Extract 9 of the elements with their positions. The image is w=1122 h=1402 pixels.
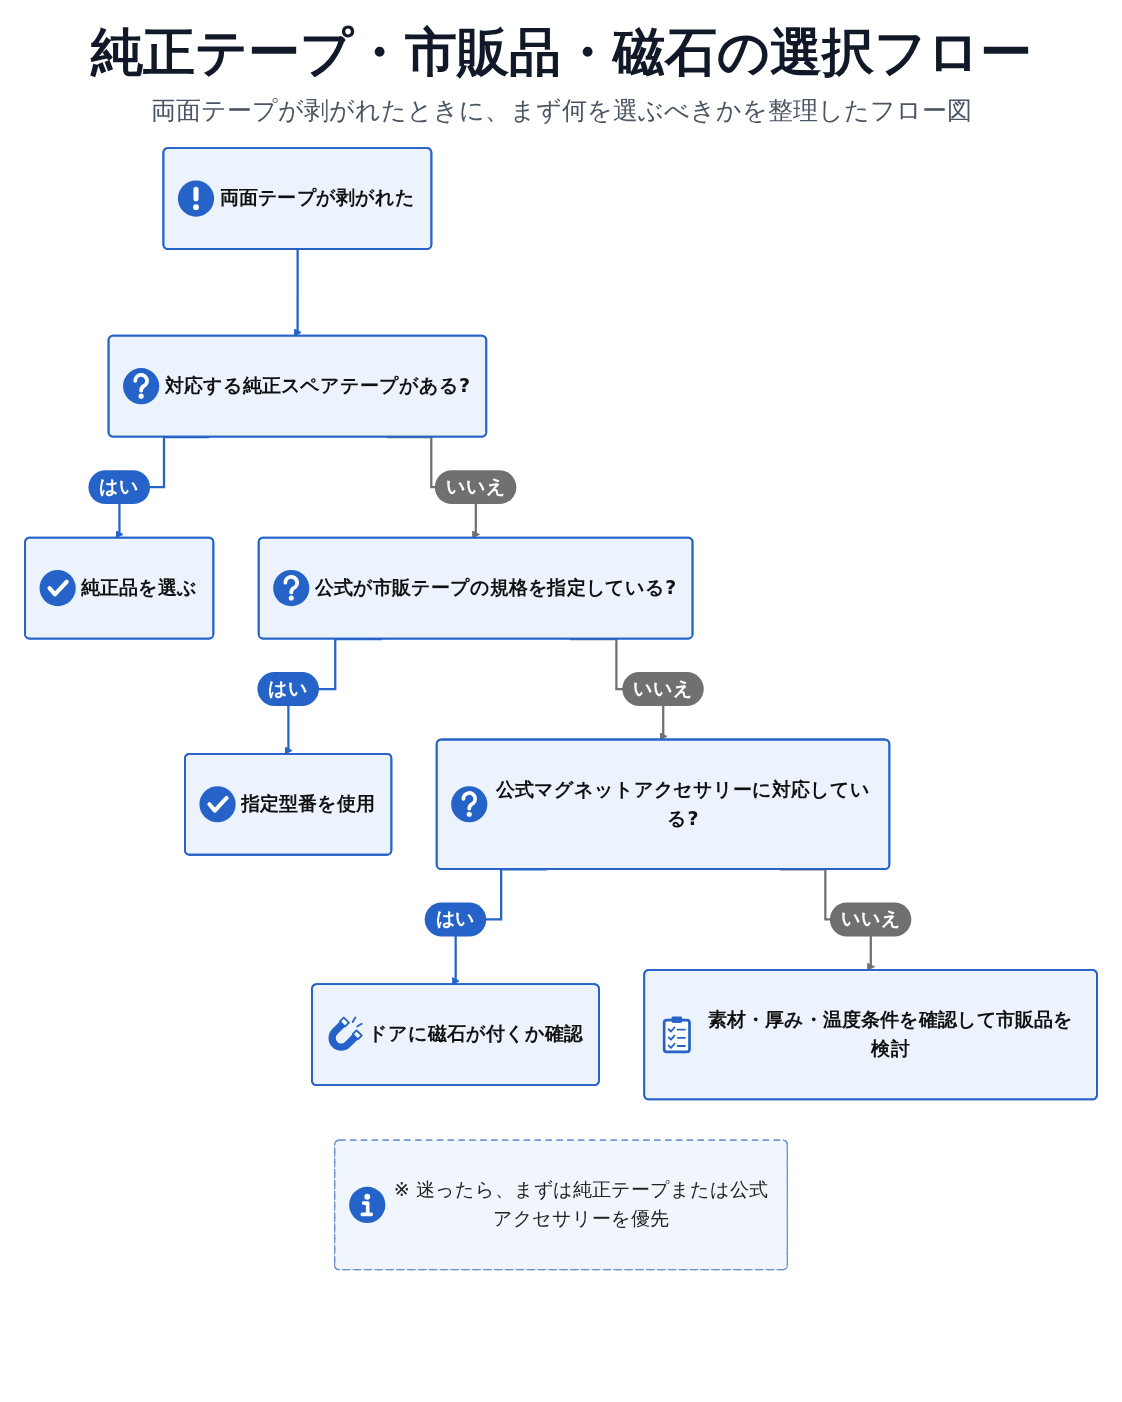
edge-label: はい (257, 672, 319, 706)
subtitle: 両面テープが剥がれたときに、まず何を選ぶべきかを整理したフロー図 (150, 95, 972, 127)
arrow (293, 248, 302, 337)
edge-label: はい (424, 902, 487, 937)
edge-label: いいえ (434, 470, 517, 505)
title: 純正テープ・市販品・磁石の選択フロー (90, 21, 1032, 84)
edge-label: はい (88, 470, 150, 505)
edge-label: いいえ (829, 902, 912, 937)
edge-label: いいえ (622, 672, 704, 706)
